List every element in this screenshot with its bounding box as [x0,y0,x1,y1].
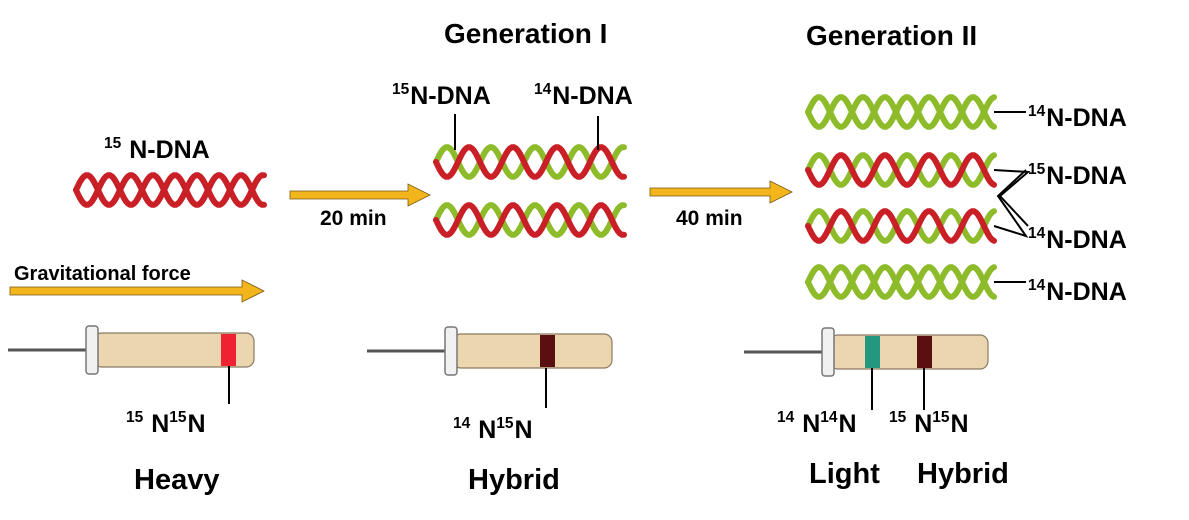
back-strand [73,172,267,208]
gen2-dna-label-4: 14N-DNA [1028,277,1127,306]
hybrid-band-isotope-label: 14 N15N [453,415,533,444]
centrifuge-tubes [8,325,989,377]
gen2-hybrid-helix-1 [805,152,997,188]
parent-heavy-helix [73,172,267,208]
arrow-2-time-label: 40 min [676,207,743,230]
tube-hybrid [367,326,613,376]
hybrid-caption: Hybrid [468,464,560,496]
generation-2-heading: Generation II [806,20,978,51]
band-1 [865,336,880,368]
gen1-hybrid-helix-1 [433,144,627,180]
gen2-label-3-leader [993,169,1029,238]
gen2-label-2-leader [993,169,1031,227]
gen1-hybrid-helix-2 [433,202,627,238]
back-strand [433,144,627,180]
front-strand [805,152,997,188]
gen2-dna-label-3: 14N-DNA [1028,225,1127,254]
gen2-dna-label-2: 15N-DNA [1028,161,1127,190]
front-strand [805,208,997,244]
process-arrows [9,180,793,303]
tube-heavy [8,325,255,375]
gen2-light-helix-2 [805,264,997,300]
band-1 [540,335,555,367]
gen2-hybrid-helix-2 [805,208,997,244]
tube-stopper [85,325,99,375]
hybrid-2-caption: Hybrid [917,458,1009,490]
arrow-shape [289,183,431,207]
band-1 [221,334,236,366]
band-2 [917,336,932,368]
front-strand [805,264,997,300]
gravitational-force-label: Gravitational force [14,263,191,285]
gravitational-force-arrow [9,279,265,303]
front-strand [73,172,267,208]
tube-body [829,334,989,370]
gen2-dna-label-1: 14N-DNA [1028,103,1127,132]
heavy-caption: Heavy [134,464,220,496]
arrow-1-time-label: 20 min [320,207,387,230]
label-leader-lines [228,111,1031,410]
tube-body [452,333,613,369]
arrow-40-min [649,180,793,204]
light-band-isotope-label: 14 N14N [777,409,857,438]
tube-light-hybrid [744,327,989,377]
back-strand [433,202,627,238]
arrow-shape [649,180,793,204]
front-strand [433,144,627,180]
front-strand [805,94,997,130]
hybrid-band-2-isotope-label: 15 N15N [889,409,969,438]
heavy-band-isotope-label: 15 N15N [126,409,206,438]
parent-dna-label: 15 N-DNA [104,135,210,164]
generation-1-heading: Generation I [444,18,608,49]
dna-helices [73,94,997,300]
gen2-light-helix-1 [805,94,997,130]
gen1-heavy-strand-label: 15N-DNA [392,81,491,110]
light-caption: Light [809,458,880,490]
arrow-20-min [289,183,431,207]
tube-stopper [821,327,835,377]
arrow-shape [9,279,265,303]
front-strand [433,202,627,238]
tube-stopper [444,326,458,376]
gen1-light-strand-label: 14N-DNA [534,81,633,110]
